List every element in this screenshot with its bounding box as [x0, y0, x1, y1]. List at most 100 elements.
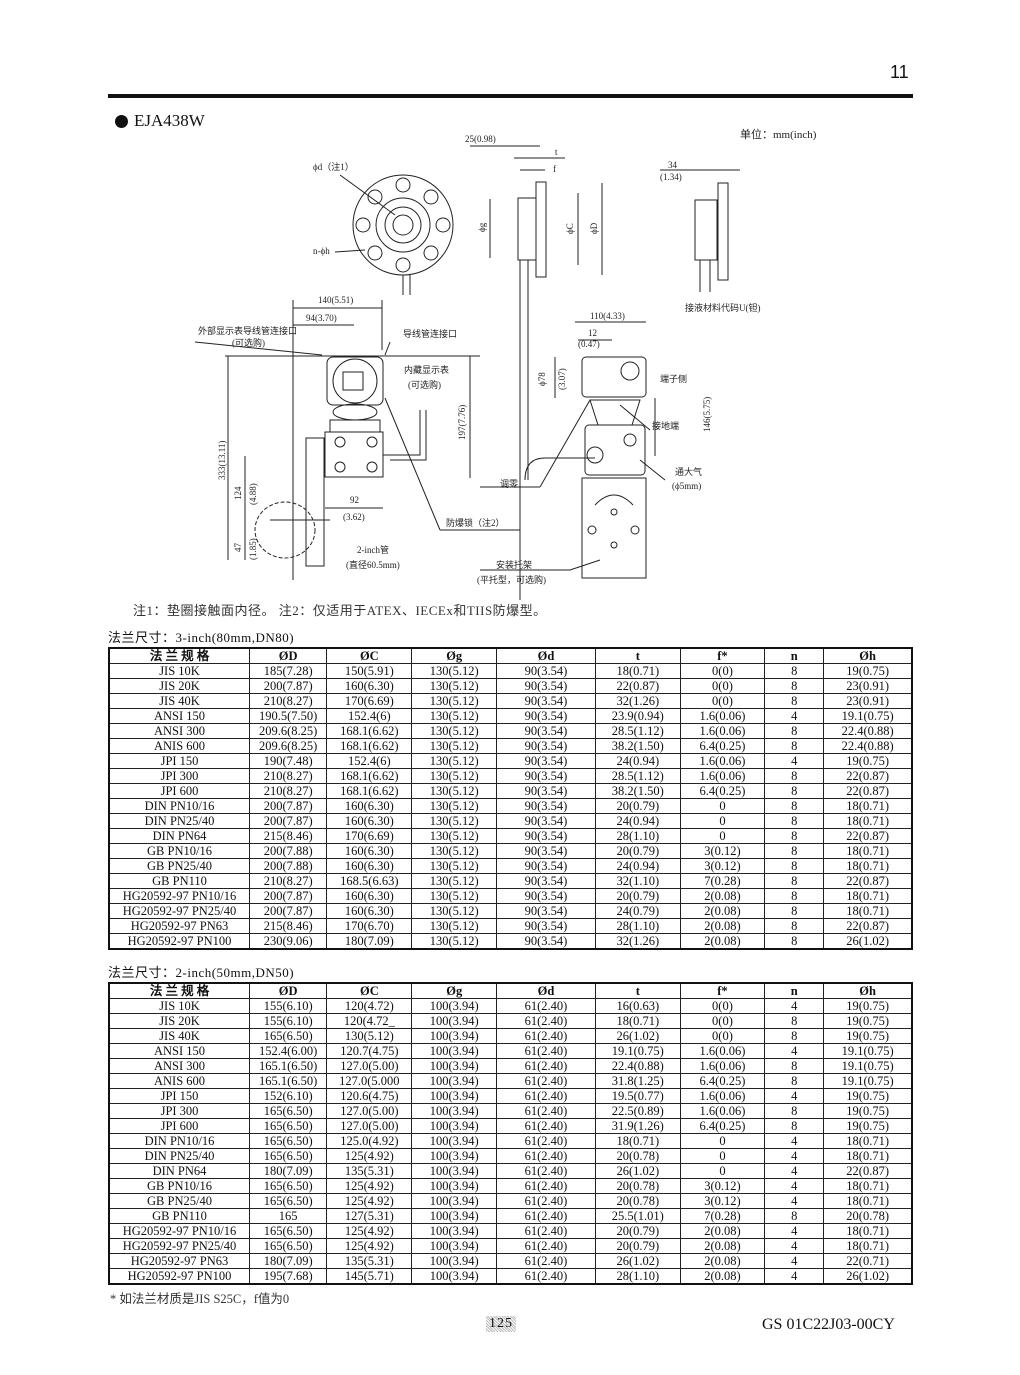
table-cell: 4	[764, 1238, 825, 1254]
table-cell: HG20592-97 PN100	[108, 933, 251, 950]
table-cell: 100(3.94)	[411, 1193, 498, 1209]
table-cell: 2(0.08)	[679, 903, 766, 919]
table-cell: 130(5.12)	[326, 1028, 413, 1044]
table-cell: 100(3.94)	[411, 1118, 498, 1134]
table-cell: 185(7.28)	[249, 663, 328, 679]
table-cell: GB PN25/40	[108, 1193, 251, 1209]
pipe-label: 2-inch管	[357, 544, 389, 555]
table-cell: 100(3.94)	[411, 1028, 498, 1044]
table-cell: DIN PN25/40	[108, 813, 251, 829]
table-cell: JIS 40K	[108, 693, 251, 709]
table-cell: 125(4.92)	[326, 1223, 413, 1239]
table-cell: 130(5.12)	[411, 753, 498, 769]
table-cell: 22(0.87)	[823, 768, 913, 784]
table-cell: 130(5.12)	[411, 828, 498, 844]
dim-146: 146(5.75)	[702, 397, 712, 432]
table-cell: HG20592-97 PN100	[108, 1268, 251, 1285]
table-cell: ANSI 150	[108, 708, 251, 724]
table-cell: 19(0.75)	[823, 1088, 913, 1104]
table-cell: 165(6.50)	[249, 1178, 328, 1194]
table-cell: 19(0.75)	[823, 1118, 913, 1134]
table-cell: 90(3.54)	[496, 753, 596, 769]
table-cell: JPI 600	[108, 1118, 251, 1134]
dim-110: 110(4.33)	[590, 311, 625, 321]
table-cell: 8	[764, 903, 825, 919]
table-cell: 130(5.12)	[411, 798, 498, 814]
table-cell: 20(0.79)	[594, 1223, 681, 1239]
table-cell: 61(2.40)	[496, 1118, 596, 1134]
table-cell: 152(6.10)	[249, 1088, 328, 1104]
table-cell: 20(0.79)	[594, 888, 681, 904]
table-cell: 130(5.12)	[411, 693, 498, 709]
table-cell: 100(3.94)	[411, 1223, 498, 1239]
table-cell: 8	[764, 873, 825, 889]
table-cell: 170(6.69)	[326, 828, 413, 844]
table-cell: 0	[679, 798, 766, 814]
table-cell: JPI 600	[108, 783, 251, 799]
column-header: 法 兰 规 格	[108, 982, 251, 999]
table-cell: 168.1(6.62)	[326, 723, 413, 739]
table-cell: 19.1(0.75)	[594, 1043, 681, 1059]
dimension-drawing: 单位：mm(inch) ϕd（注1） n-ϕh 25(0.98) t f ϕg …	[194, 127, 817, 600]
table-cell: 168.1(6.62)	[326, 738, 413, 754]
table-cell: 28(1.10)	[594, 828, 681, 844]
nh-label: n-ϕh	[313, 246, 330, 256]
drawing-notes: 注1：垫圈接触面内径。 注2：仅适用于ATEX、IECEx和TIIS防爆型。	[133, 603, 547, 618]
unit-label: 单位：mm(inch)	[740, 127, 817, 141]
table-cell: 61(2.40)	[496, 1058, 596, 1074]
table-cell: 160(6.30)	[326, 813, 413, 829]
table-cell: 4	[764, 1163, 825, 1179]
table-cell: DIN PN25/40	[108, 1148, 251, 1164]
table-cell: 210(8.27)	[249, 873, 328, 889]
table-cell: 19(0.75)	[823, 663, 913, 679]
zero-adjust-label: 调零	[500, 479, 518, 489]
table-cell: 90(3.54)	[496, 783, 596, 799]
dim-333: 333(13.11)	[217, 441, 227, 480]
dim-47: 47	[233, 543, 243, 553]
table-cell: 165(6.50)	[249, 1103, 328, 1119]
table-cell: 90(3.54)	[496, 738, 596, 754]
table-cell: 19(0.75)	[823, 1103, 913, 1119]
table-cell: 0(0)	[679, 998, 766, 1014]
table-cell: 152.4(6)	[326, 753, 413, 769]
table-cell: 127.0(5.00)	[326, 1058, 413, 1074]
table-cell: 195(7.68)	[249, 1268, 328, 1285]
document-id: GS 01C22J03-00CY	[762, 1316, 895, 1333]
column-header: ØD	[249, 647, 328, 664]
table-cell: 160(6.30)	[326, 858, 413, 874]
column-header: f*	[679, 647, 766, 664]
table-cell: 130(5.12)	[411, 873, 498, 889]
table-cell: 8	[764, 1208, 825, 1224]
column-header: Øh	[823, 982, 913, 999]
wetted-material-view	[660, 169, 740, 292]
table-cell: 22(0.87)	[823, 873, 913, 889]
table-cell: 2(0.08)	[679, 1238, 766, 1254]
table-cell: 19.1(0.75)	[823, 1043, 913, 1059]
table-cell: 0	[679, 1133, 766, 1149]
column-header: t	[594, 982, 681, 999]
table-cell: 165	[249, 1208, 328, 1224]
table-cell: 61(2.40)	[496, 1223, 596, 1239]
table-cell: 100(3.94)	[411, 1013, 498, 1029]
table-cell: ANSI 150	[108, 1043, 251, 1059]
table-cell: 8	[764, 738, 825, 754]
table-cell: 19(0.75)	[823, 753, 913, 769]
table-cell: 130(5.12)	[411, 738, 498, 754]
table-cell: 24(0.94)	[594, 753, 681, 769]
table-cell: GB PN110	[108, 1208, 251, 1224]
dim-34: 34	[668, 160, 678, 170]
indicator-label: 内藏显示表	[404, 364, 449, 375]
table-cell: 100(3.94)	[411, 1058, 498, 1074]
dim-197: 197(7.76)	[457, 405, 467, 440]
column-header: Øh	[823, 647, 913, 664]
table-cell: 8	[764, 783, 825, 799]
table-cell: 135(5.31)	[326, 1163, 413, 1179]
bracket-label: 安装托架	[496, 559, 532, 570]
table-cell: 61(2.40)	[496, 1253, 596, 1269]
